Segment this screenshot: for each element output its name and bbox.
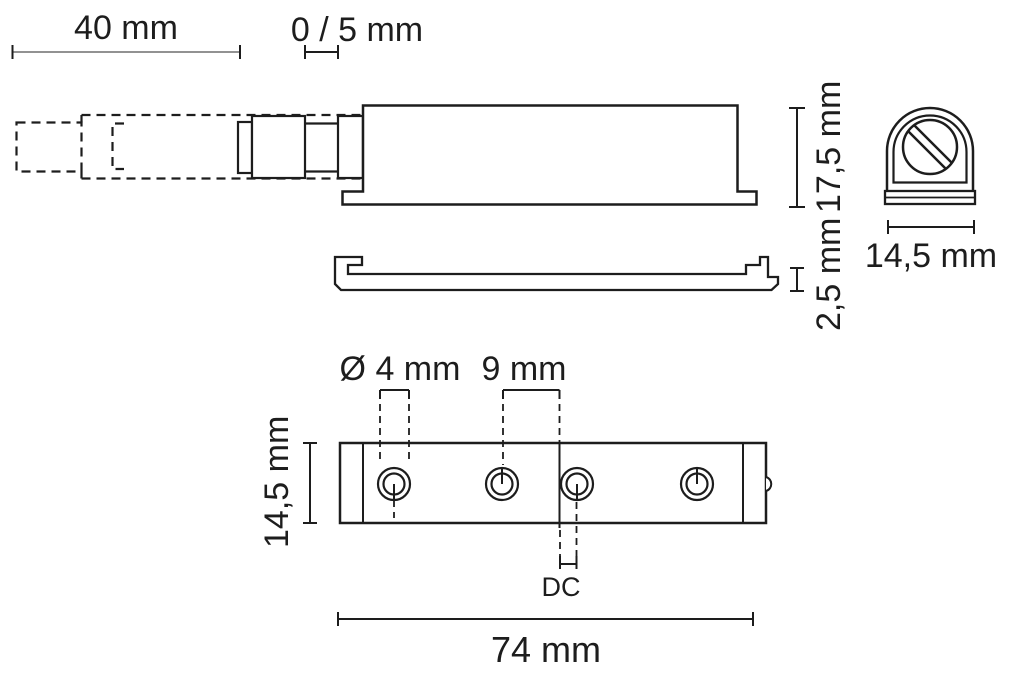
- mounting-hole-2: [484, 466, 520, 502]
- dim-ticks-housing-height: [789, 107, 805, 208]
- mounting-hole-3: [559, 466, 595, 502]
- dim-air-gap: [304, 45, 339, 59]
- end-view: [883, 106, 977, 206]
- magnet-inner-step-dashed: [111, 122, 124, 171]
- dim-ticks-magnet-length: [11, 45, 241, 59]
- mounting-bracket-profile: [333, 255, 780, 292]
- dim-ticks-switch-point: [559, 556, 578, 569]
- connector-mount-block: [336, 114, 365, 180]
- magnet-tip-dashed: [15, 121, 83, 173]
- dim-ticks-bracket-thickness: [790, 267, 804, 292]
- top-view: Ø 4 mm 9 mm 14,5 mm DC 74 mm: [258, 350, 773, 670]
- dim-switch-point: [559, 556, 578, 569]
- dim-ticks-end-width: [887, 220, 975, 234]
- screw-boss-circle: [901, 118, 959, 176]
- dim-label-bracket-thickness: 2,5 mm: [810, 218, 848, 331]
- connector-neck-lines: [305, 122, 338, 173]
- magnet-dashed-outline: [15, 113, 365, 180]
- dim-end-width: [887, 220, 975, 234]
- dim-ticks-hole-spacing: [502, 390, 561, 399]
- dim-bracket-thickness: [790, 267, 804, 292]
- connector-block: [250, 114, 307, 180]
- connector-assembly: [236, 114, 365, 180]
- dim-label-housing-height: 17,5 mm: [810, 81, 848, 213]
- housing-side-outline: [341, 104, 758, 206]
- dim-label-end-width: 14,5 mm: [865, 237, 997, 275]
- end-view-inner-outline: [892, 114, 968, 184]
- dim-label-housing-width: 14,5 mm: [258, 416, 296, 548]
- mounting-hole-4: [679, 466, 715, 502]
- dim-label-hole-diameter: Ø 4 mm: [340, 350, 461, 388]
- dim-label-housing-length: 74 mm: [491, 629, 601, 670]
- screw-slot-lines: [907, 124, 953, 170]
- dim-label-magnet-length: 40 mm: [74, 9, 178, 47]
- dim-label-air-gap: 0 / 5 mm: [291, 11, 423, 49]
- dim-label-hole-spacing: 9 mm: [482, 350, 567, 388]
- cable-notch: [765, 476, 773, 492]
- dim-housing-width: [303, 442, 317, 524]
- dim-magnet-length: [11, 45, 241, 59]
- dim-ticks-housing-width: [303, 442, 317, 524]
- dim-housing-length: [337, 612, 754, 626]
- dim-hole-diameter: [379, 389, 410, 399]
- dim-ticks-housing-length: [337, 612, 754, 626]
- dim-label-switch-point: DC: [542, 572, 581, 602]
- dim-ticks-air-gap: [304, 45, 339, 59]
- dim-hole-spacing: [502, 389, 561, 399]
- connector-collar: [236, 120, 254, 175]
- mounting-hole-1: [376, 466, 412, 502]
- dim-ticks-hole-diameter: [379, 390, 410, 399]
- dim-housing-height: [789, 107, 805, 208]
